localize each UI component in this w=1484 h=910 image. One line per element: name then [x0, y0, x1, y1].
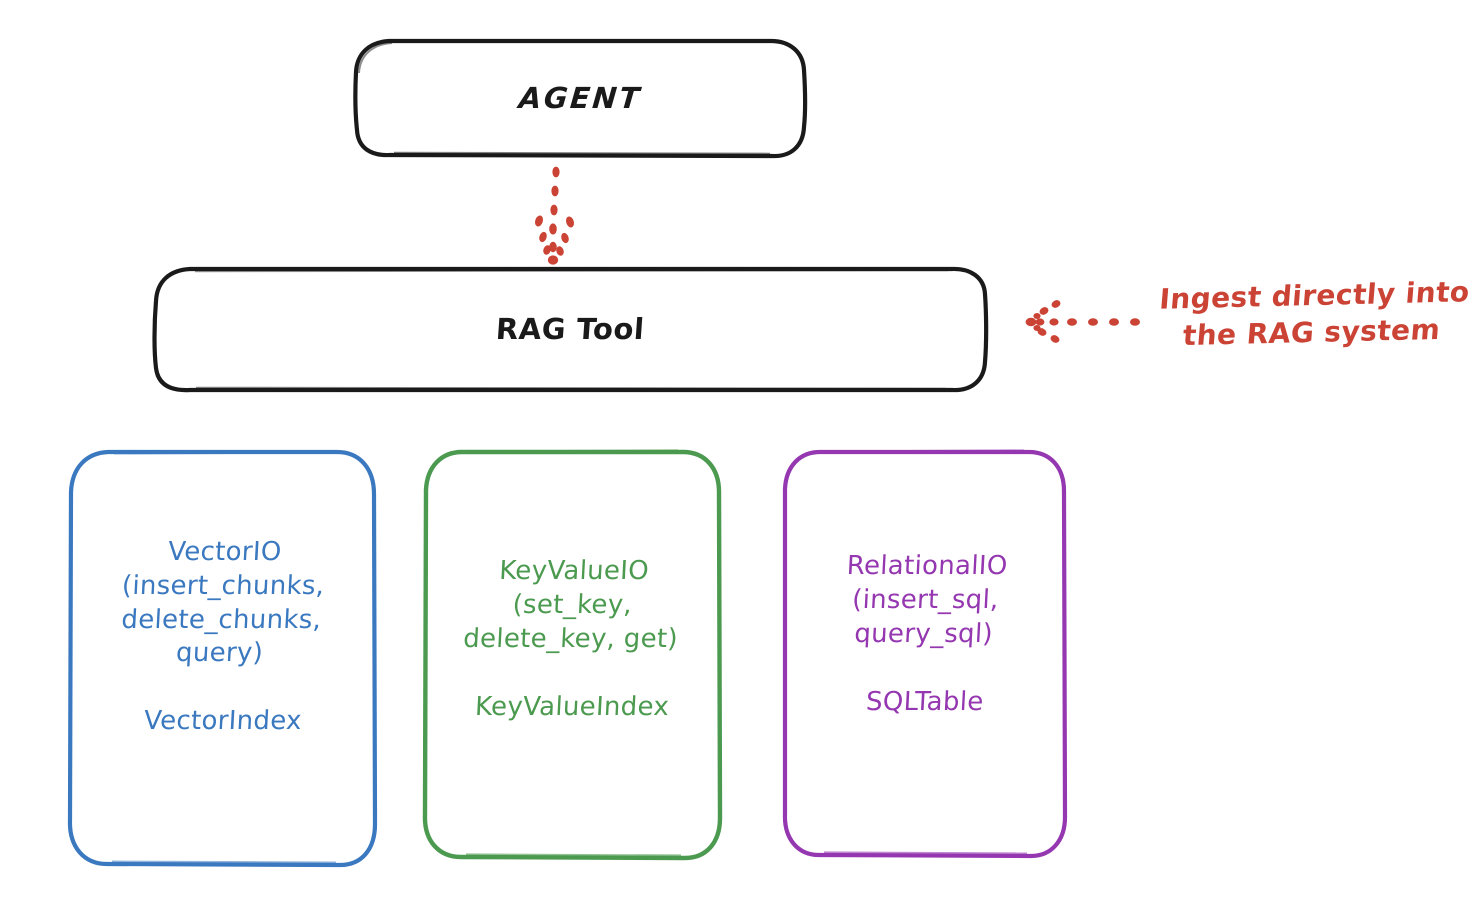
key-value-io-box-outline	[422, 449, 723, 861]
agent-node[interactable]: AGENT	[355, 40, 805, 156]
sql-table-label: SQLTable	[865, 686, 985, 717]
rag-tool-label: RAG Tool	[494, 312, 646, 346]
agent-box-outline	[353, 38, 808, 159]
key-value-io-content: KeyValueIO (set_key, delete_key, get) Ke…	[459, 555, 686, 724]
agent-label: AGENT	[517, 81, 643, 115]
vector-io-box-outline	[67, 449, 378, 868]
vector-io-api-label: VectorIO (insert_chunks, delete_chunks, …	[121, 537, 326, 669]
vector-io-content: VectorIO (insert_chunks, delete_chunks, …	[115, 536, 329, 739]
relational-io-node[interactable]: RelationalIO (insert_sql, query_sql) SQL…	[785, 450, 1065, 856]
relational-io-box-outline	[782, 449, 1068, 859]
key-value-io-node[interactable]: KeyValueIO (set_key, delete_key, get) Ke…	[425, 450, 720, 858]
vector-io-node[interactable]: VectorIO (insert_chunks, delete_chunks, …	[70, 450, 375, 865]
key-value-io-api-label: KeyValueIO (set_key, delete_key, get)	[462, 556, 679, 654]
vector-index-label: VectorIndex	[142, 706, 303, 737]
ingest-annotation-label: Ingest directly into the RAG system	[1158, 275, 1471, 353]
rag-tool-node[interactable]: RAG Tool	[155, 268, 985, 390]
key-value-index-label: KeyValueIndex	[474, 691, 671, 722]
relational-io-api-label: RelationalIO (insert_sql, query_sql)	[845, 551, 1008, 649]
rag-tool-box-outline	[152, 266, 989, 393]
relational-io-content: RelationalIO (insert_sql, query_sql) SQL…	[839, 550, 1012, 719]
ingest-arrow	[1025, 300, 1140, 343]
agent-to-rag-tool-arrow	[534, 166, 575, 265]
